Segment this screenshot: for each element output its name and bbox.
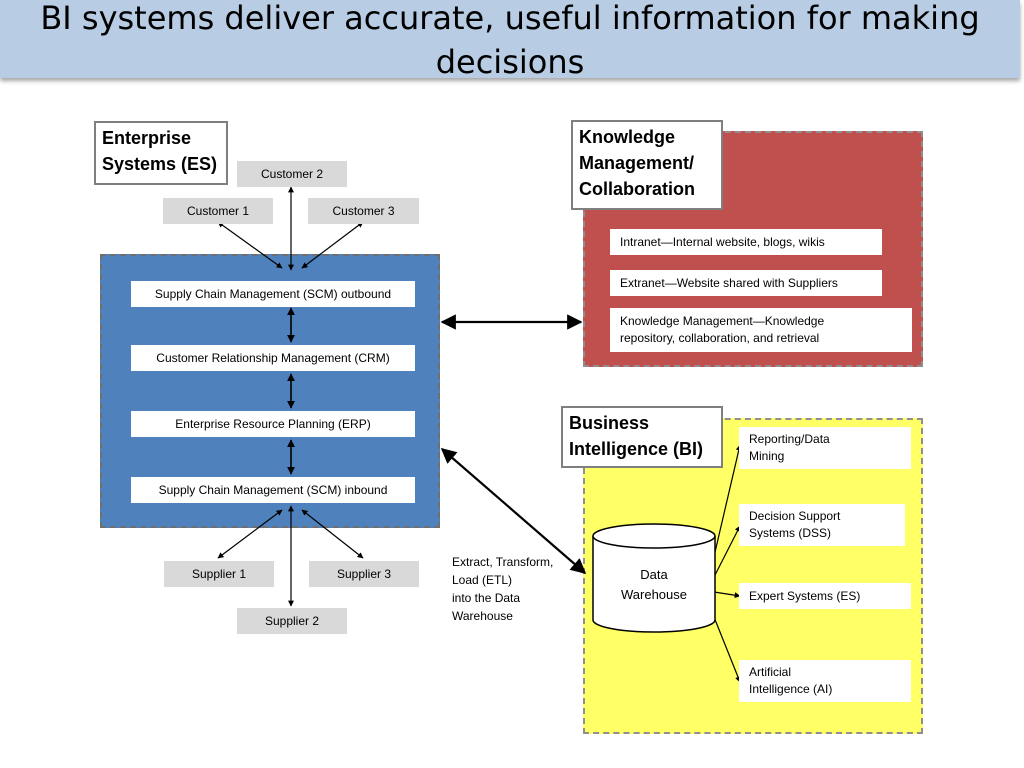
decision-support-output: Decision Support Systems (DSS) <box>739 504 905 546</box>
reporting-data-mining-output: Reporting/Data Mining <box>739 427 911 469</box>
enterprise-systems-heading: Enterprise Systems (ES) <box>94 121 228 185</box>
intranet-item: Intranet—Internal website, blogs, wikis <box>610 229 882 255</box>
module-crm: Customer Relationship Management (CRM) <box>131 345 415 371</box>
title-bar <box>0 0 1020 78</box>
arrow-customer1 <box>217 221 283 269</box>
etl-label: Extract, Transform, Load (ETL) into the … <box>452 555 554 623</box>
arrow-etl <box>440 447 587 575</box>
data-warehouse-label: Data Warehouse <box>621 567 687 602</box>
arrow-customer3 <box>301 221 364 269</box>
data-warehouse-cylinder <box>592 523 716 633</box>
arrow-reporting <box>711 444 742 566</box>
customer-2-box: Customer 2 <box>237 161 347 187</box>
customer-3-box: Customer 3 <box>308 198 419 224</box>
customer-1-box: Customer 1 <box>163 198 273 224</box>
module-scm-outbound: Supply Chain Management (SCM) outbound <box>131 281 415 307</box>
artificial-intelligence-output: Artificial Intelligence (AI) <box>739 660 911 702</box>
arrow-dss <box>713 525 741 578</box>
module-erp: Enterprise Resource Planning (ERP) <box>131 411 415 437</box>
supplier-1-box: Supplier 1 <box>164 561 274 587</box>
slide-title: BI systems deliver accurate, useful info… <box>40 0 980 81</box>
business-intelligence-heading: Business Intelligence (BI) <box>561 406 723 468</box>
module-scm-inbound: Supply Chain Management (SCM) inbound <box>131 477 415 503</box>
extranet-item: Extranet—Website shared with Suppliers <box>610 270 882 296</box>
arrow-expert <box>713 591 741 599</box>
knowledge-repository-item: Knowledge Management—Knowledge repositor… <box>610 308 912 352</box>
arrow-supplier3 <box>301 509 364 559</box>
arrow-supplier1 <box>217 509 283 559</box>
knowledge-management-heading: Knowledge Management/ Collaboration <box>571 120 723 210</box>
supplier-3-box: Supplier 3 <box>309 561 419 587</box>
arrow-ai <box>711 611 741 683</box>
supplier-2-box: Supplier 2 <box>237 608 347 634</box>
expert-systems-output: Expert Systems (ES) <box>739 583 911 609</box>
